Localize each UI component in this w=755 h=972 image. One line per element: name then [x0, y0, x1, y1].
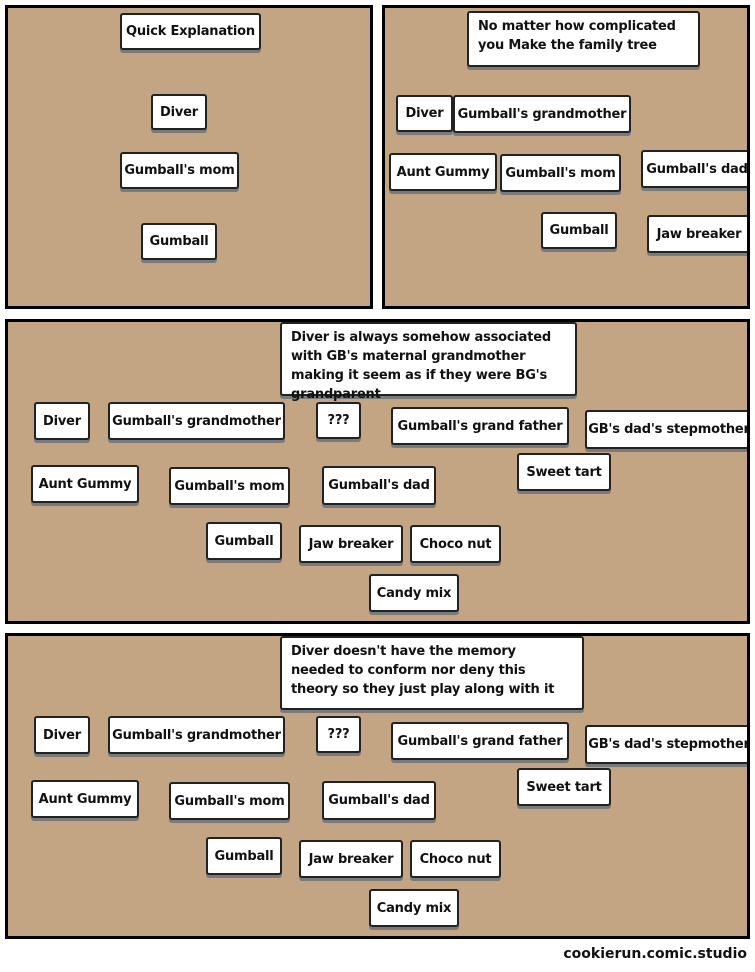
gumballs-mom-box: Gumball's mom — [120, 152, 239, 189]
gumball-box: Gumball — [206, 522, 282, 560]
diver-box: Diver — [396, 95, 453, 132]
diver-box: Diver — [34, 716, 90, 754]
jaw-breaker-box: Jaw breaker — [299, 840, 403, 878]
candy-mix-box: Candy mix — [369, 889, 459, 927]
gumballs-mom-box: Gumball's mom — [500, 154, 621, 192]
panel-2: No matter how complicated you Make the f… — [382, 5, 750, 309]
choco-nut-box: Choco nut — [410, 525, 501, 563]
gumballs-grandmother-box: Gumball's grandmother — [108, 402, 285, 440]
title-box: Quick Explanation — [120, 13, 261, 50]
caption-box: Diver doesn't have the memory needed to … — [280, 636, 584, 710]
panel-3: Diver is always somehow associated with … — [5, 319, 750, 624]
panel-1: Quick Explanation Diver Gumball's mom Gu… — [5, 5, 373, 309]
choco-nut-box: Choco nut — [410, 840, 501, 878]
unknown-box: ??? — [316, 716, 361, 753]
caption-box: Diver is always somehow associated with … — [280, 322, 577, 402]
jaw-breaker-box: Jaw breaker — [299, 525, 403, 563]
gumballs-grand-father-box: Gumball's grand father — [391, 722, 569, 760]
gumballs-grandmother-box: Gumball's grandmother — [108, 716, 285, 754]
caption-box: No matter how complicated you Make the f… — [467, 11, 700, 67]
gumballs-grandmother-box: Gumball's grandmother — [453, 95, 631, 133]
candy-mix-box: Candy mix — [369, 574, 459, 612]
gumballs-dad-box: Gumball's dad — [641, 150, 747, 188]
gumball-box: Gumball — [541, 212, 617, 249]
diver-box: Diver — [34, 402, 90, 440]
aunt-gummy-box: Aunt Gummy — [389, 153, 497, 191]
gbs-dads-stepmother-box: GB's dad's stepmother — [585, 725, 747, 764]
gumball-box: Gumball — [206, 837, 282, 875]
gumballs-grand-father-box: Gumball's grand father — [391, 407, 569, 445]
sweet-tart-box: Sweet tart — [517, 768, 611, 806]
gbs-dads-stepmother-box: GB's dad's stepmother — [585, 410, 747, 449]
gumball-box: Gumball — [141, 223, 217, 260]
gumballs-mom-box: Gumball's mom — [169, 467, 290, 505]
site-credit: cookierun.comic.studio — [563, 946, 747, 962]
gumballs-dad-box: Gumball's dad — [322, 466, 436, 505]
gumballs-dad-box: Gumball's dad — [322, 781, 436, 820]
unknown-box: ??? — [316, 402, 361, 439]
gumballs-mom-box: Gumball's mom — [169, 782, 290, 820]
aunt-gummy-box: Aunt Gummy — [31, 780, 139, 818]
jaw-breaker-box: Jaw breaker — [647, 215, 747, 253]
sweet-tart-box: Sweet tart — [517, 453, 611, 491]
diver-box: Diver — [151, 94, 207, 130]
panel-4: Diver doesn't have the memory needed to … — [5, 633, 750, 939]
aunt-gummy-box: Aunt Gummy — [31, 465, 139, 503]
